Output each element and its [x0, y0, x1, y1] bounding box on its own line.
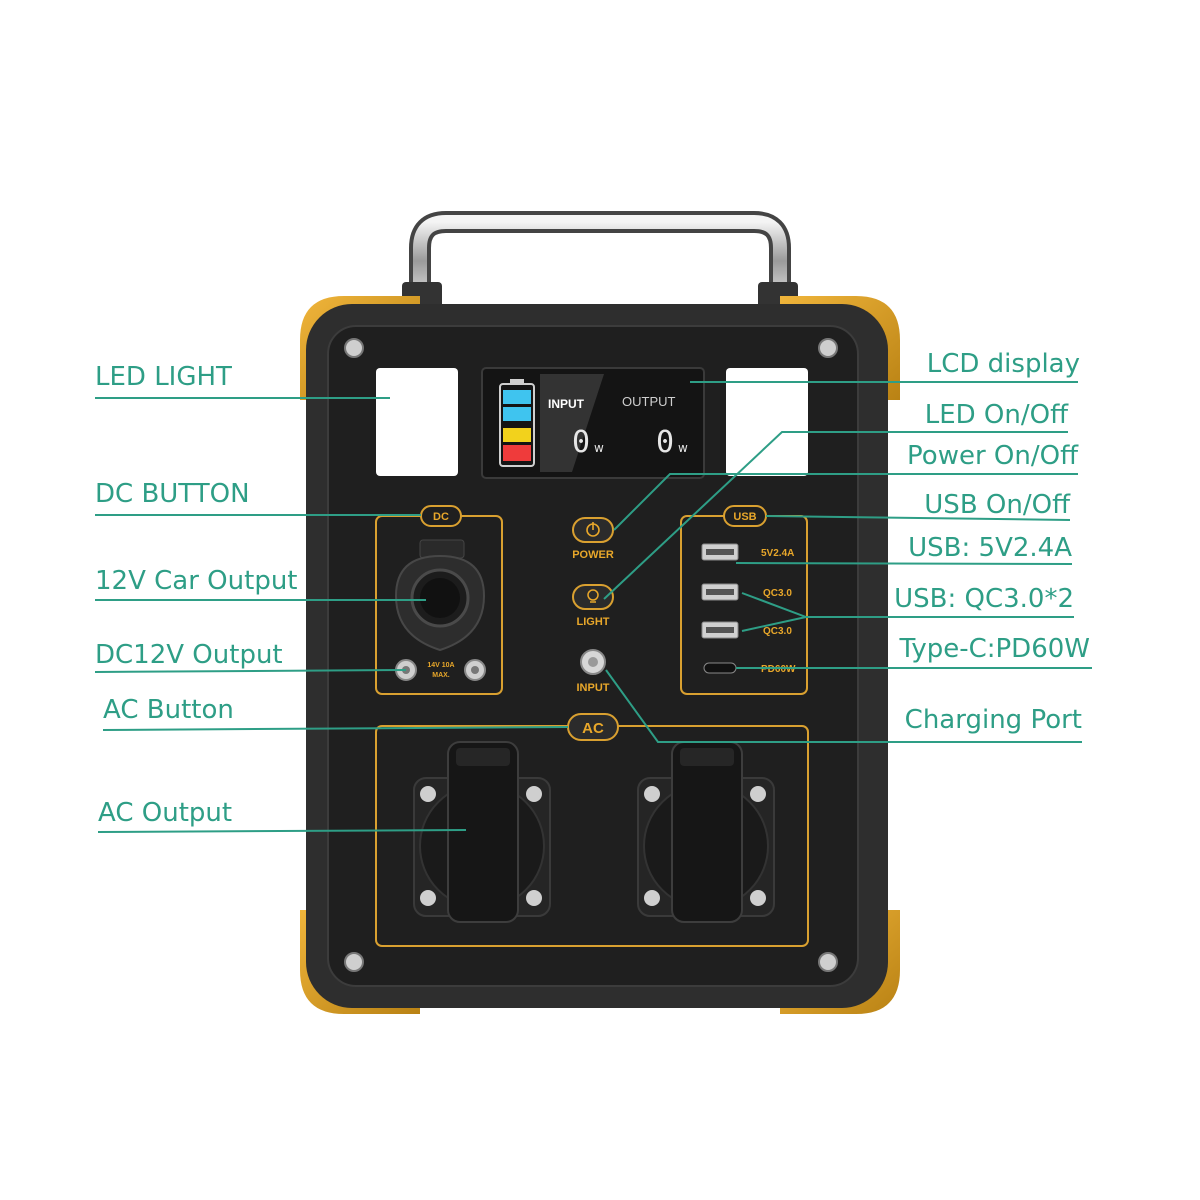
- lcd-output-label: OUTPUT: [622, 394, 676, 409]
- callout-lcd-display: LCD display: [926, 349, 1080, 379]
- leader-power-onoff: [613, 473, 1078, 531]
- bulb-icon: [587, 589, 599, 601]
- light-button[interactable]: [572, 584, 614, 610]
- callout-ac-button: AC Button: [103, 695, 234, 725]
- leader-charging: [605, 669, 1082, 743]
- usb-section: USB 5V2.4A QC3.0 QC3.0 PD60W: [680, 505, 808, 695]
- battery-level-3: [503, 428, 531, 442]
- usb-qc2-label: QC3.0: [763, 626, 792, 637]
- led-light-right: [726, 368, 808, 476]
- leader-ac-button: [102, 726, 569, 731]
- leader-dc12v: [94, 669, 407, 673]
- lcd-output-unit: w: [678, 441, 688, 455]
- leader-led-onoff: [603, 431, 1068, 600]
- dc-max: MAX.: [432, 672, 450, 679]
- usb-pd-label: PD60W: [761, 664, 796, 675]
- lcd-input-unit: w: [594, 441, 604, 455]
- dc-rating: 14V 10A: [427, 662, 454, 669]
- callout-led-light: LED LIGHT: [95, 362, 232, 392]
- handle: [402, 211, 798, 312]
- leader-usb-5v: [735, 562, 1073, 565]
- center-controls: POWER LIGHT INPUT: [572, 517, 614, 694]
- callout-led-onoff: LED On/Off: [924, 400, 1068, 430]
- usb-c-port[interactable]: [703, 662, 737, 674]
- battery-level-2: [503, 407, 531, 421]
- car-output-socket[interactable]: [394, 539, 486, 652]
- input-label: INPUT: [577, 682, 610, 694]
- usb-5v-label: 5V2.4A: [761, 548, 794, 559]
- led-light-left: [376, 368, 458, 476]
- callout-typec: Type-C:PD60W: [899, 634, 1090, 664]
- callout-ac-output: AC Output: [98, 798, 233, 828]
- leader-usb-onoff: [765, 515, 1071, 521]
- ac-outlet-right[interactable]: [637, 741, 775, 923]
- leader-lines: [94, 381, 1092, 833]
- leader-usb-qc-b: [741, 616, 807, 632]
- ac-button-label: AC: [582, 720, 604, 737]
- callout-car-output: 12V Car Output: [95, 566, 298, 596]
- callout-power-onoff: Power On/Off: [907, 441, 1078, 471]
- callout-usb-qc: USB: QC3.0*2: [894, 584, 1074, 614]
- callout-dc12v-output: DC12V Output: [95, 640, 283, 670]
- lcd-input-label: INPUT: [548, 397, 585, 411]
- callout-dc-button: DC BUTTON: [95, 479, 250, 509]
- ac-outlet-left[interactable]: [413, 741, 551, 923]
- ac-section: AC: [375, 713, 809, 947]
- power-label: POWER: [572, 549, 614, 561]
- battery-level-1: [503, 390, 531, 404]
- lcd-display: INPUT OUTPUT 0 w 0 w: [481, 367, 705, 479]
- leader-ac-output: [97, 829, 467, 833]
- dc-button-label: DC: [433, 511, 449, 523]
- lcd-output-value: 0: [656, 425, 674, 460]
- callout-charging-port: Charging Port: [904, 705, 1082, 735]
- light-label: LIGHT: [577, 616, 610, 628]
- callout-usb-onoff: USB On/Off: [924, 490, 1070, 520]
- callout-usb-5v: USB: 5V2.4A: [908, 533, 1072, 563]
- usb-qc1-label: QC3.0: [763, 588, 792, 599]
- battery-level-4: [503, 445, 531, 461]
- panel-screws: [344, 338, 838, 972]
- dc-section: DC 14V 10A MAX.: [375, 505, 503, 695]
- lcd-input-value: 0: [572, 425, 590, 460]
- usb-button-label: USB: [733, 511, 756, 523]
